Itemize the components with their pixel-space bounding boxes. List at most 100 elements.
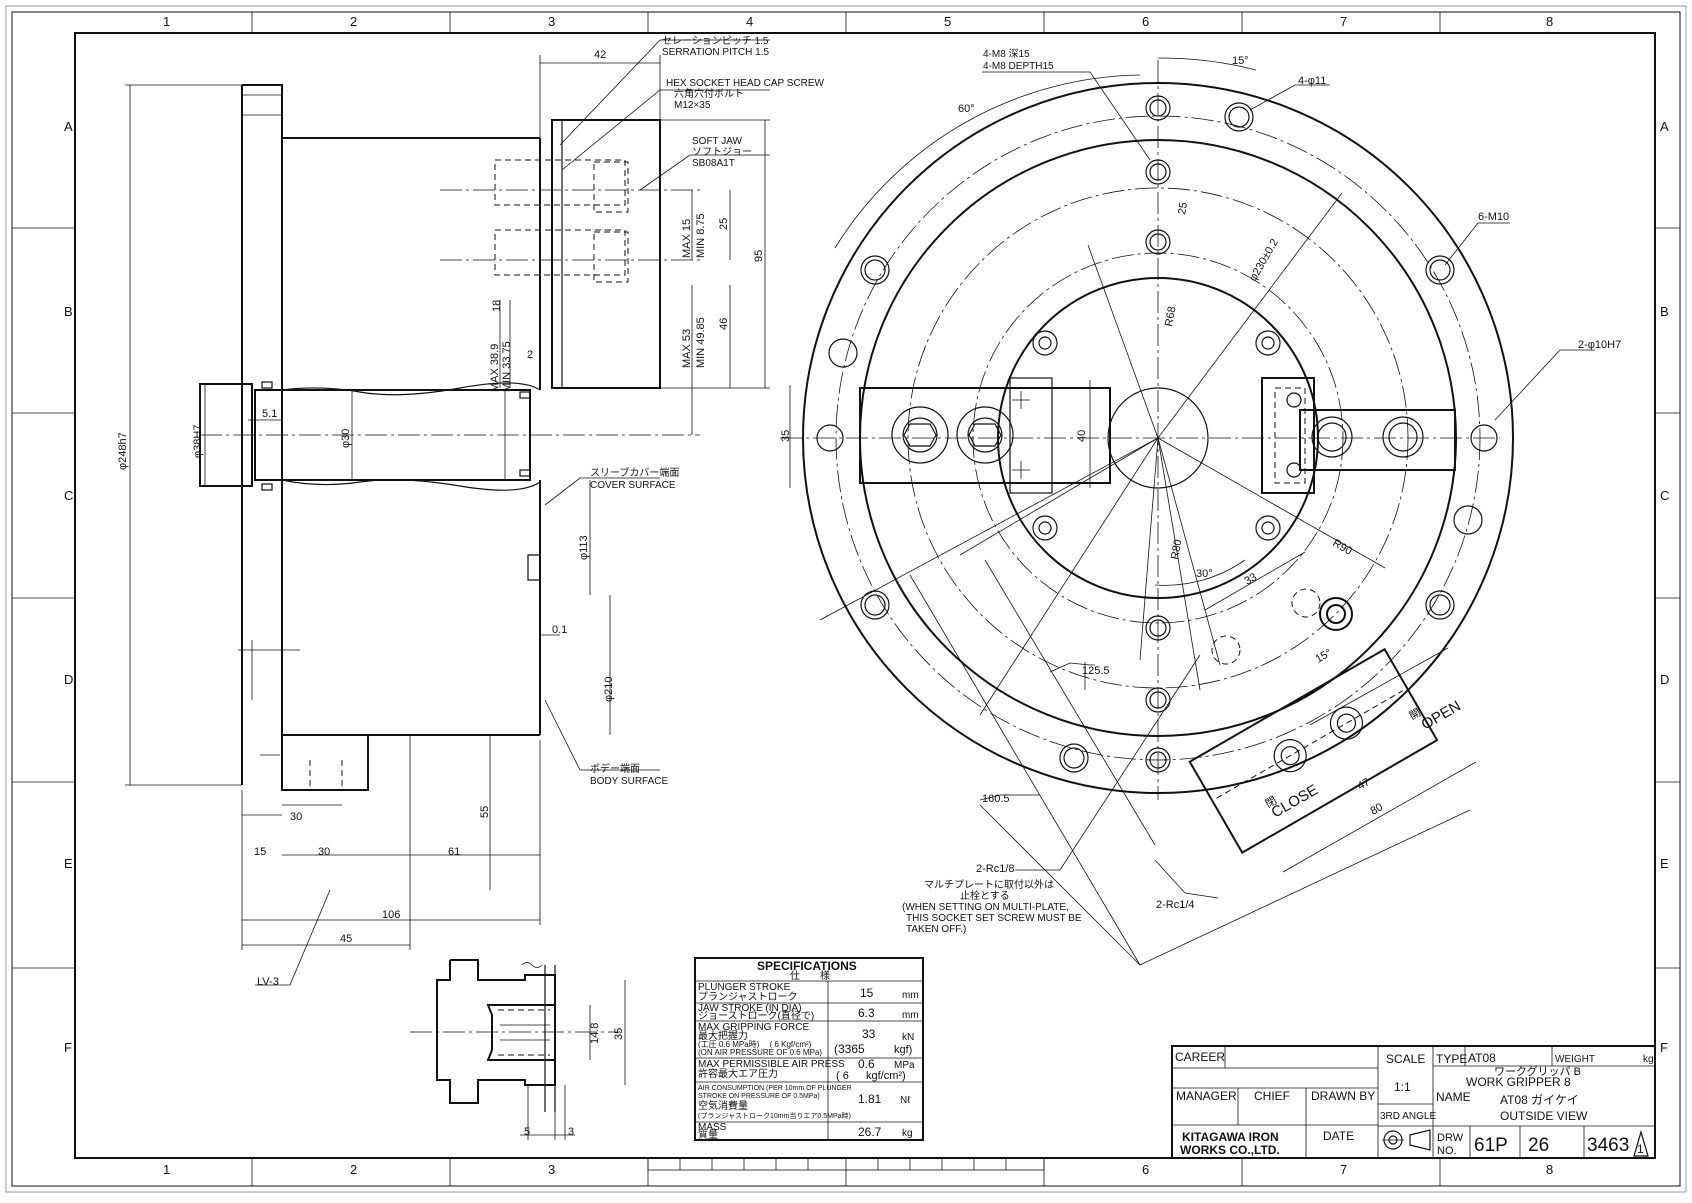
dim-25b: 25 bbox=[1176, 201, 1190, 215]
col-label: 3 bbox=[548, 1162, 555, 1177]
spec-unit: MPa bbox=[894, 1060, 915, 1071]
label-sleeve-en: COVER SURFACE bbox=[590, 480, 676, 491]
dim-r90: R90 bbox=[1331, 537, 1354, 557]
dim-106: 106 bbox=[382, 909, 400, 921]
dim-30b: 30 bbox=[318, 846, 330, 858]
label-multi-en1: (WHEN SETTING ON MULTI-PLATE, bbox=[902, 902, 1069, 913]
col-label: 4 bbox=[746, 14, 753, 29]
tb-name-jp1: ワークグリッパ B bbox=[1494, 1064, 1581, 1078]
third-angle-symbol bbox=[1382, 1129, 1431, 1151]
label-serration-jp: セレーションピッチ 1.5 bbox=[662, 35, 769, 47]
col-label: 1 bbox=[163, 14, 170, 29]
dim-3: 3 bbox=[568, 1126, 574, 1138]
label-body-en: BODY SURFACE bbox=[590, 776, 668, 787]
row-label: B bbox=[1660, 304, 1669, 319]
col-label: 6 bbox=[1142, 1162, 1149, 1177]
label-body-jp: ボデー端面 bbox=[590, 762, 640, 775]
spec-name: MASS bbox=[698, 1122, 727, 1133]
dim-55: 55 bbox=[479, 806, 491, 818]
label-softjaw-en: SOFT JAW bbox=[692, 136, 743, 147]
specifications-table: SPECIFICATIONS 仕 様 PLUNGER STROKE プランジャス… bbox=[694, 957, 924, 1141]
label-multi-jp: マルチプレートに取付以外は bbox=[924, 878, 1054, 891]
dim-30deg: 30° bbox=[1196, 568, 1213, 580]
label-lv3: LV-3 bbox=[257, 976, 279, 988]
spec-sub: (工圧 0.6 MPa時) ( 6 Kgf/cm²) bbox=[698, 1040, 812, 1049]
col-label: 8 bbox=[1546, 14, 1553, 29]
tb-manager: MANAGER bbox=[1176, 1089, 1237, 1103]
label-phi10h7: 2-φ10H7 bbox=[1578, 339, 1621, 351]
row-label: C bbox=[64, 488, 73, 503]
row-label: D bbox=[64, 672, 73, 687]
title-block: CAREER SCALE TYPE AT08 WEIGHT kg 1:1 ワーク… bbox=[1171, 1045, 1656, 1159]
row-label: B bbox=[64, 304, 73, 319]
dim-33: 33 bbox=[1243, 571, 1260, 588]
tb-name-line3: OUTSIDE VIEW bbox=[1500, 1109, 1588, 1123]
label-hex-jp: 六角穴付ボルト bbox=[674, 87, 744, 100]
tb-weight-unit: kg bbox=[1643, 1054, 1654, 1065]
tb-company1: KITAGAWA IRON bbox=[1182, 1130, 1279, 1144]
row-label: A bbox=[1660, 119, 1669, 134]
dim-15deg2: 15° bbox=[1314, 647, 1334, 666]
dim-5-1: 5.1 bbox=[262, 408, 277, 420]
row-label: C bbox=[1660, 488, 1669, 503]
label-close-en: CLOSE bbox=[1269, 781, 1322, 821]
tb-weight-label: WEIGHT bbox=[1555, 1054, 1595, 1065]
label-rc18: 2-Rc1/8 bbox=[976, 863, 1015, 875]
dim-42: 42 bbox=[594, 49, 606, 61]
dim-15: 15 bbox=[254, 846, 266, 858]
label-m8-jp: 4-M8 深15 bbox=[983, 48, 1030, 60]
row-label: E bbox=[1660, 856, 1669, 871]
spec-name: JAW STROKE (IN DIA) bbox=[698, 1003, 802, 1014]
spec-value: 26.7 bbox=[858, 1125, 882, 1139]
dim-phi38: φ38H7 bbox=[192, 425, 204, 458]
dim-phi113: φ113 bbox=[578, 535, 590, 560]
label-m10: 6-M10 bbox=[1478, 211, 1509, 223]
dim-30a: 30 bbox=[290, 811, 302, 823]
tb-drawn-by: DRAWN BY bbox=[1311, 1089, 1375, 1103]
dim-phi210: φ210 bbox=[603, 677, 615, 703]
spec-unit: kN bbox=[902, 1032, 914, 1043]
label-hex-size: M12×35 bbox=[674, 100, 711, 111]
label-rc14: 2-Rc1/4 bbox=[1156, 899, 1195, 911]
tb-type-value: AT08 bbox=[1468, 1051, 1496, 1065]
tb-drw-label1: DRW bbox=[1437, 1132, 1464, 1144]
spec-sub: (ON AIR PRESSURE OF 0.6 MPa) bbox=[698, 1048, 822, 1057]
tb-type-label: TYPE bbox=[1436, 1052, 1467, 1066]
label-multi-jp2: 止栓とする bbox=[960, 889, 1010, 902]
tb-scale-value: 1:1 bbox=[1394, 1080, 1411, 1094]
spec-unit2: kgf) bbox=[894, 1044, 912, 1056]
col-label: 2 bbox=[350, 14, 357, 29]
spec-name-jp: 質量 bbox=[698, 1128, 718, 1141]
tb-scale-label: SCALE bbox=[1386, 1052, 1425, 1066]
label-sleeve-jp: スリーブカバー端面 bbox=[590, 466, 679, 479]
dim-61: 61 bbox=[448, 846, 460, 858]
label-multi-en3: TAKEN OFF.) bbox=[906, 924, 966, 935]
dim-min875: MIN 8.75 bbox=[695, 213, 707, 258]
dim-phi230: φ230±0.2 bbox=[1247, 237, 1281, 284]
tb-career: CAREER bbox=[1175, 1050, 1225, 1064]
dim-45: 45 bbox=[340, 933, 352, 945]
dim-35b: 35 bbox=[613, 1028, 625, 1040]
dim-max15: MAX 15 bbox=[681, 219, 693, 258]
label-serration-en: SERRATION PITCH 1.5 bbox=[662, 47, 769, 58]
spec-name-jp: 空気消費量 bbox=[698, 1099, 748, 1112]
spec-name-jp: 許容最大エア圧力 bbox=[698, 1067, 778, 1080]
label-softjaw-jp: ソフトジョー bbox=[692, 147, 752, 158]
dim-max53: MAX 53 bbox=[681, 329, 693, 368]
row-label: A bbox=[64, 119, 73, 134]
trim-frame bbox=[11, 11, 1681, 1187]
tb-name-label: NAME bbox=[1436, 1090, 1471, 1104]
dim-5: 5 bbox=[524, 1126, 530, 1138]
tb-drw-b: 26 bbox=[1528, 1135, 1549, 1156]
spec-name: MAX GRIPPING FORCE bbox=[698, 1022, 809, 1033]
dim-95: 95 bbox=[753, 250, 765, 262]
spec-sub: (プランジャストローク10mm当りエア0.5MPa時) bbox=[698, 1111, 851, 1120]
col-label: 7 bbox=[1340, 14, 1347, 29]
front-view: 35 40 15° 60° 25 φ230±0.2 R68 R80 R90 30… bbox=[780, 48, 1621, 966]
revision-triangle: 1 bbox=[1633, 1129, 1649, 1157]
spec-name: PLUNGER STROKE bbox=[698, 982, 791, 993]
dim-min3375: MIN 33.75 bbox=[501, 341, 513, 392]
dim-160-5: 160.5 bbox=[982, 793, 1010, 805]
